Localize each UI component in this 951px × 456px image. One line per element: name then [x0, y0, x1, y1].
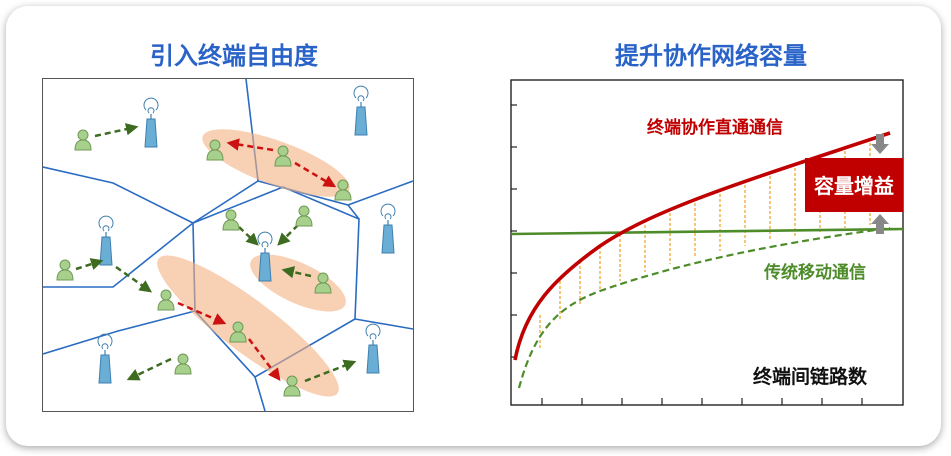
left-panel-title: 引入终端自由度 [150, 42, 318, 70]
d2d-highlight-areas [157, 129, 350, 397]
d2d-cluster-bottom [157, 255, 339, 397]
tower-icon [380, 203, 396, 254]
user-icon [56, 259, 74, 281]
x-axis-label: 终端间链路数 [753, 365, 868, 388]
tower-icon [365, 323, 381, 374]
d2d-curve [513, 131, 891, 361]
user-icon [74, 129, 92, 151]
traditional-curve [517, 226, 891, 389]
network-diagram [42, 78, 414, 412]
tower-icon [143, 97, 159, 148]
gain-label: 容量增益 [814, 174, 894, 198]
gain-arrows [871, 134, 889, 234]
traditional-curve-label: 传统移动通信 [763, 262, 866, 283]
arrow-up-icon [871, 214, 889, 224]
d2d-curve-label: 终端协作直通通信 [647, 117, 783, 138]
plot-area [510, 79, 904, 406]
tower-icon [353, 85, 369, 136]
traditional-capacity-line [510, 227, 904, 236]
user-icon [222, 209, 240, 231]
traditional-links [75, 123, 357, 383]
capacity-diagram: 协 作 网 络 容 量 [473, 78, 905, 410]
tower-icon [98, 215, 114, 266]
y-ticks [511, 104, 517, 358]
tower-icon [97, 333, 113, 384]
user-icon [157, 289, 175, 311]
right-panel-title: 提升协作网络容量 [615, 42, 807, 70]
gain-box [805, 158, 903, 212]
d2d-links [177, 138, 337, 381]
x-ticks [541, 398, 863, 405]
arrow-down-icon [871, 144, 889, 154]
d2d-cluster-center [250, 254, 346, 312]
user-icon [295, 205, 313, 227]
user-icon [174, 353, 192, 375]
